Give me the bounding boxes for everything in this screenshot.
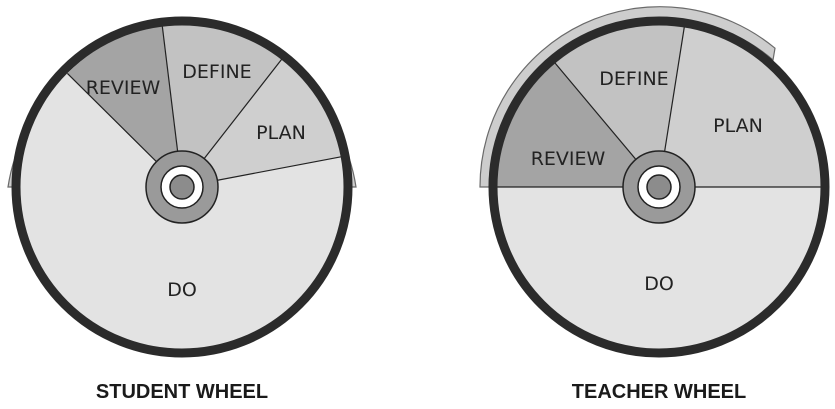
student-hub [145,150,219,224]
teacher-rim [488,16,830,358]
student-label-define: DEFINE [182,61,251,83]
teacher-segments [497,25,821,349]
student-segment-define [162,24,282,187]
student-wheel: DO PLAN DEFINE REVIEW STUDENT WHEEL [7,16,357,403]
student-rim [11,16,353,358]
student-label-review: REVIEW [86,77,161,99]
teacher-label-plan: PLAN [713,115,763,137]
teacher-label-define: DEFINE [599,68,668,90]
teacher-label-do: DO [644,273,674,295]
student-segment-review [67,26,182,188]
student-segment-plan [182,59,341,187]
teacher-wheel: DO PLAN DEFINE REVIEW TEACHER WHEEL [479,6,830,403]
teacher-segment-define [554,25,685,187]
teacher-segment-review [497,62,659,187]
teacher-hub [622,150,696,224]
teacher-segment-plan [659,27,821,187]
teacher-segment-do [497,187,821,349]
student-label-plan: PLAN [256,122,306,144]
student-wheel-title: STUDENT WHEEL [96,381,268,403]
teacher-wheel-title: TEACHER WHEEL [572,381,746,403]
teacher-label-review: REVIEW [531,148,606,170]
student-label-do: DO [167,279,197,301]
